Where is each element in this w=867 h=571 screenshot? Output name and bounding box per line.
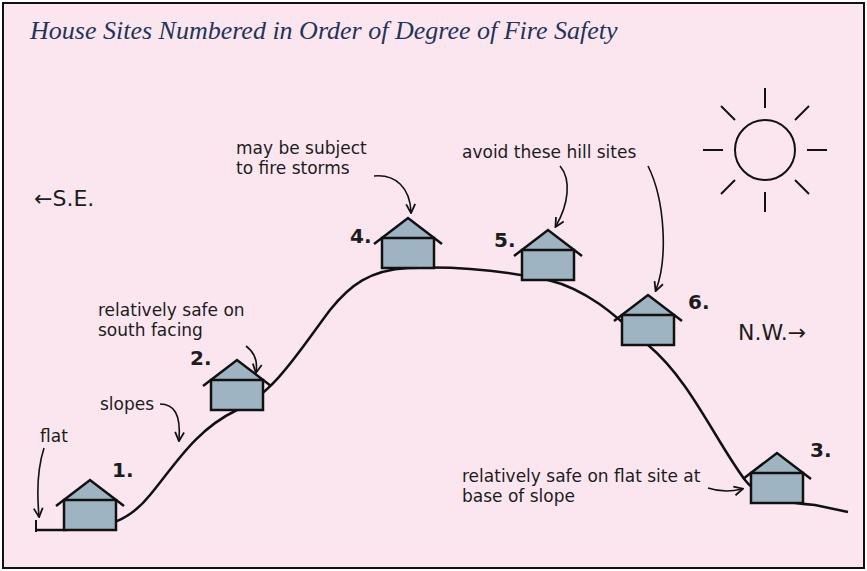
direction-label: N.W.→ bbox=[738, 320, 806, 346]
leader-line bbox=[38, 448, 44, 516]
callout-number: 5. bbox=[494, 228, 516, 252]
flat-tick bbox=[35, 520, 37, 532]
note-label: may be subject to fire storms bbox=[236, 138, 374, 179]
house-site bbox=[203, 360, 271, 410]
leader-line bbox=[556, 166, 567, 226]
leader-line bbox=[160, 404, 179, 440]
house-site bbox=[743, 453, 811, 503]
leader-line bbox=[648, 166, 663, 290]
house-site bbox=[374, 218, 442, 268]
sun-symbol bbox=[703, 88, 827, 212]
note-label: relatively safe on flat site at base of … bbox=[462, 466, 710, 507]
direction-label: ←S.E. bbox=[34, 186, 94, 212]
note-label: flat bbox=[40, 426, 68, 446]
note-label: relatively safe on south facing bbox=[98, 300, 248, 341]
callout-number: 2. bbox=[190, 346, 212, 370]
note-label: avoid these hill sites bbox=[462, 142, 636, 162]
house-site bbox=[514, 230, 582, 280]
callout-number: 4. bbox=[350, 224, 372, 248]
callout-number: 1. bbox=[112, 458, 134, 482]
hill-profile bbox=[35, 268, 848, 531]
callout-number: 6. bbox=[688, 290, 710, 314]
leader-line bbox=[374, 176, 411, 212]
diagram-title: House Sites Numbered in Order of Degree … bbox=[30, 16, 618, 46]
leader-line bbox=[708, 488, 742, 491]
leader-lines bbox=[38, 166, 742, 516]
house-site bbox=[56, 480, 124, 530]
leader-line bbox=[246, 346, 257, 372]
house-site bbox=[614, 295, 682, 345]
note-label: slopes bbox=[100, 394, 154, 414]
callout-number: 3. bbox=[810, 438, 832, 462]
